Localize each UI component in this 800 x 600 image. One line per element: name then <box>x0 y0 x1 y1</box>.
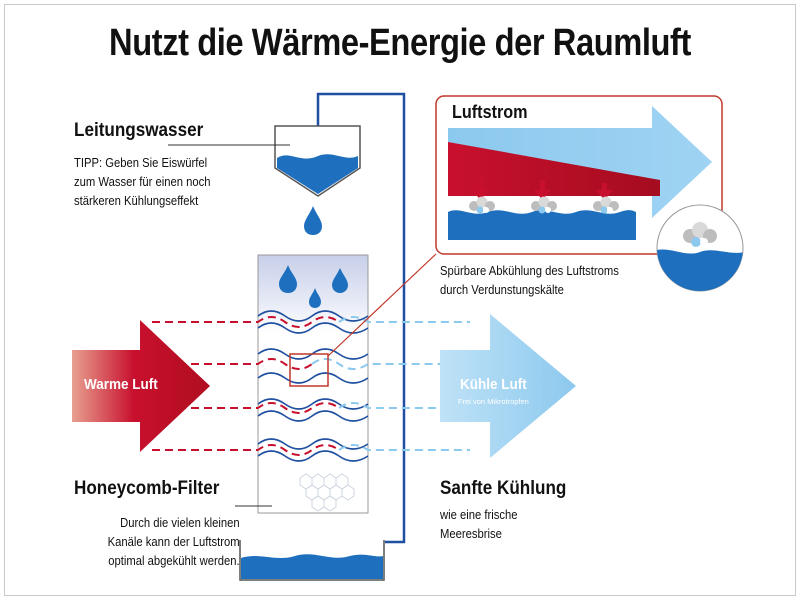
filter-desc-line: Durch die vielen kleinen <box>120 516 240 530</box>
warm-air-arrow <box>72 320 210 452</box>
tap-water-tip: TIPP: Geben Sie Eiswürfel zum Wasser für… <box>74 154 211 211</box>
airflow-caption: Spürbare Abkühlung des Luftstroms durch … <box>440 262 619 300</box>
airflow-inset <box>435 95 723 255</box>
airflow-heading: Luftstrom <box>452 102 528 122</box>
filter-heading: Honeycomb-Filter <box>74 478 220 499</box>
main-title: Nutzt die Wärme-Energie der Raumluft <box>109 22 691 64</box>
result-desc-line: wie eine frische <box>440 508 518 522</box>
filter-description: Durch die vielen kleinen Kanäle kann der… <box>74 514 240 571</box>
water-drop-icon <box>304 206 322 235</box>
warm-air-label: Warme Luft <box>84 376 158 393</box>
tip-line: stärkeren Kühlungseffekt <box>74 194 199 208</box>
image-frame <box>4 4 796 596</box>
tap-water-heading: Leitungswasser <box>74 120 204 141</box>
filter-tower <box>257 254 369 514</box>
water-pipe <box>316 92 406 544</box>
result-desc-line: Meeresbrise <box>440 527 502 541</box>
tip-line: zum Wasser für einen noch <box>74 175 211 189</box>
result-heading: Sanfte Kühlung <box>440 478 567 499</box>
caption-line: Spürbare Abkühlung des Luftstroms <box>440 264 619 278</box>
filter-desc-line: optimal abgekühlt werden. <box>108 554 240 568</box>
filter-desc-line: Kanäle kann der Luftstrom <box>107 535 240 549</box>
water-basin <box>239 540 385 581</box>
caption-line: durch Verdunstungskälte <box>440 283 564 297</box>
cool-air-label: Kühle Luft <box>460 376 527 393</box>
result-description: wie eine frische Meeresbrise <box>440 506 518 544</box>
cool-air-arrow <box>440 314 576 458</box>
water-funnel <box>274 125 361 197</box>
cool-air-sublabel: Frei von Mikrotropfen <box>458 397 529 406</box>
tip-line: TIPP: Geben Sie Eiswürfel <box>74 156 208 170</box>
